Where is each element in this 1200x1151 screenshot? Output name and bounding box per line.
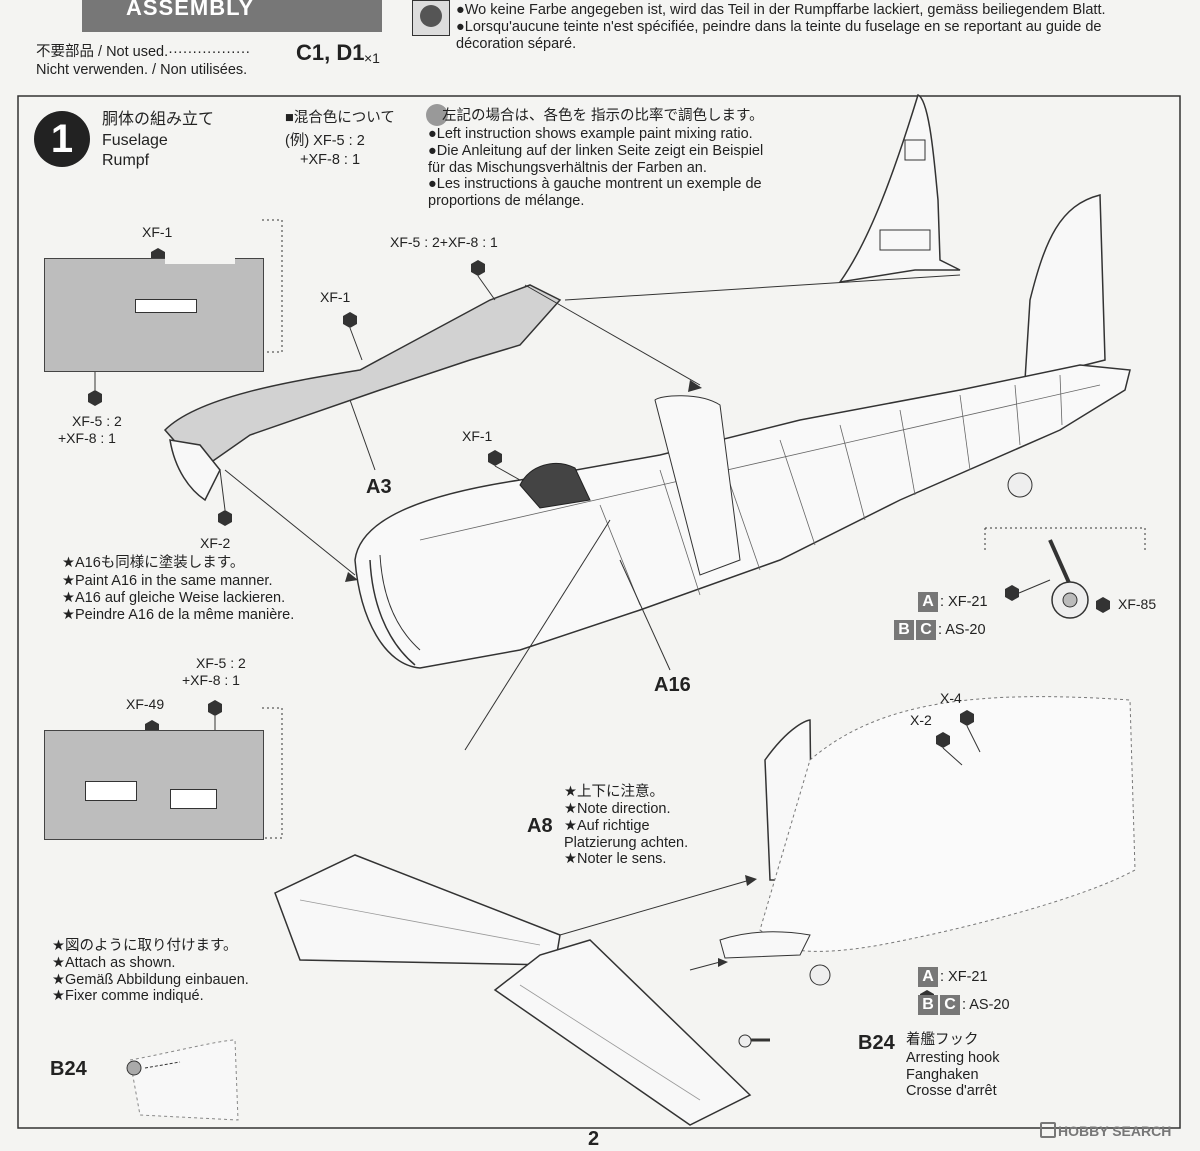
paint-mix-left-1: XF-5 : 2 bbox=[72, 413, 122, 429]
a16-note-jp: ★A16も同様に塗装します。 bbox=[62, 555, 245, 571]
mixing-line-6: proportions de mélange. bbox=[428, 193, 585, 209]
page-number: 2 bbox=[588, 1128, 600, 1150]
paint-x2: X-2 bbox=[910, 712, 932, 728]
attach-note-en: ★Attach as shown. bbox=[52, 955, 176, 971]
step-title-en: Fuselage bbox=[102, 132, 168, 149]
direction-note-fr: ★Noter le sens. bbox=[564, 851, 667, 867]
paint-mix-top: XF-5 : 2+XF-8 : 1 bbox=[390, 234, 498, 250]
not-used-parts: C1, D1 bbox=[296, 40, 365, 65]
mixing-example-1: (例) XF-5 : 2 bbox=[285, 133, 365, 149]
step-number: 1 bbox=[34, 111, 90, 167]
cockpit-inset-top bbox=[44, 224, 264, 372]
mixing-line-4: für das Mischungsverhältnis der Farben a… bbox=[428, 160, 707, 176]
hook-letter-c: C bbox=[940, 995, 960, 1015]
paint-mix-low-1: XF-5 : 2 bbox=[196, 655, 246, 671]
cockpit-inset-bottom bbox=[44, 730, 264, 840]
part-a8: A8 bbox=[527, 815, 553, 837]
hook-label-jp: 着艦フック bbox=[906, 1032, 979, 1048]
hook-letter-b: B bbox=[918, 995, 938, 1015]
step-title-de: Rumpf bbox=[102, 152, 150, 169]
paint-xf85: XF-85 bbox=[1118, 596, 1157, 612]
a16-note-en: ★Paint A16 in the same manner. bbox=[62, 573, 273, 589]
step-title-jp: 胴体の組み立て bbox=[102, 111, 215, 128]
gear-letter-a: A bbox=[918, 592, 938, 612]
hook-label-en: Arresting hook bbox=[906, 1050, 1000, 1066]
hook-paint-a: A: XF-21 bbox=[918, 967, 988, 987]
mixing-line-5: ●Les instructions à gauche montrent un e… bbox=[428, 176, 762, 192]
top-note-fr-2: décoration séparé. bbox=[456, 36, 577, 52]
paint-mix-left-2: +XF-8 : 1 bbox=[58, 430, 116, 446]
top-note-de: ●Wo keine Farbe angegeben ist, wird das … bbox=[456, 2, 1106, 18]
part-b24-hook: B24 bbox=[858, 1032, 895, 1054]
mixing-line-1: 左記の場合は、各色を 指示の比率で調色します。 bbox=[442, 108, 764, 124]
hook-color-a: : XF-21 bbox=[940, 969, 988, 985]
direction-note-en: ★Note direction. bbox=[564, 801, 671, 817]
not-used-qty: ×1 bbox=[364, 50, 380, 66]
top-note-fr: ●Lorsqu'aucune teinte n'est spécifiée, p… bbox=[456, 19, 1102, 35]
mixing-heading: ■混合色について bbox=[285, 110, 395, 126]
hook-color-bc: : AS-20 bbox=[962, 997, 1010, 1013]
gear-color-bc: : AS-20 bbox=[938, 622, 986, 638]
mixing-dot-icon bbox=[426, 104, 448, 126]
paint-xf1-inset: XF-1 bbox=[142, 224, 173, 240]
paint-x4: X-4 bbox=[940, 690, 962, 706]
not-used-label-2: Nicht verwenden. / Non utilisées. bbox=[36, 62, 248, 78]
paint-icon bbox=[412, 0, 450, 36]
gear-letter-b: B bbox=[894, 620, 914, 640]
direction-note-de: ★Auf richtige bbox=[564, 818, 650, 834]
attach-note-jp: ★図のように取り付けます。 bbox=[52, 938, 238, 954]
a16-note-fr: ★Peindre A16 de la même manière. bbox=[62, 607, 295, 623]
paint-xf2: XF-2 bbox=[200, 535, 231, 551]
hook-label-de: Fanghaken bbox=[906, 1067, 979, 1083]
part-a3: A3 bbox=[366, 476, 392, 498]
gear-letter-c: C bbox=[916, 620, 936, 640]
paint-mix-low-2: +XF-8 : 1 bbox=[182, 672, 240, 688]
direction-note-jp: ★上下に注意。 bbox=[564, 784, 664, 800]
gear-color-a: : XF-21 bbox=[940, 594, 988, 610]
hook-letter-a: A bbox=[918, 967, 938, 987]
hook-label-fr: Crosse d'arrêt bbox=[906, 1083, 997, 1099]
attach-note-fr: ★Fixer comme indiqué. bbox=[52, 988, 204, 1004]
mixing-line-3: ●Die Anleitung auf der linken Seite zeig… bbox=[428, 143, 764, 159]
mixing-example-2: +XF-8 : 1 bbox=[300, 152, 361, 168]
attach-note-de: ★Gemäß Abbildung einbauen. bbox=[52, 972, 249, 988]
gear-paint-a: A: XF-21 bbox=[918, 592, 988, 612]
a16-note-de: ★A16 auf gleiche Weise lackieren. bbox=[62, 590, 286, 606]
direction-note-de-2: Platzierung achten. bbox=[564, 835, 689, 851]
part-a16: A16 bbox=[654, 674, 691, 696]
not-used-label: 不要部品 / Not used.················· bbox=[36, 44, 251, 60]
section-title: ASSEMBLY bbox=[82, 0, 382, 32]
watermark-logo-icon bbox=[1040, 1122, 1056, 1138]
paint-xf1-canopy: XF-1 bbox=[462, 428, 493, 444]
watermark: HOBBY SEARCH bbox=[1040, 1122, 1171, 1139]
paint-xf1-fuselage: XF-1 bbox=[320, 289, 351, 305]
watermark-text: HOBBY SEARCH bbox=[1058, 1123, 1172, 1139]
part-b24-left: B24 bbox=[50, 1058, 87, 1080]
paint-xf49: XF-49 bbox=[126, 696, 165, 712]
mixing-line-2: ●Left instruction shows example paint mi… bbox=[428, 126, 753, 142]
